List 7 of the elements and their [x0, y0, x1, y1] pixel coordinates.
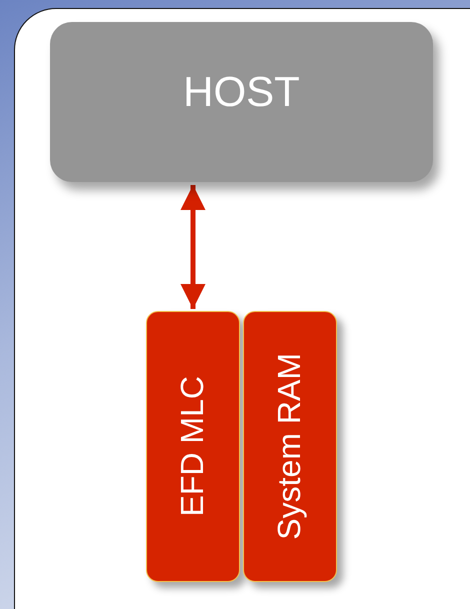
block-label: System RAM: [273, 353, 307, 540]
memory-block: [146, 311, 240, 582]
double-arrow: [180, 185, 206, 309]
block-label: EFD MLC: [176, 376, 210, 517]
memory-block: [243, 311, 337, 582]
host-label: HOST: [183, 68, 300, 116]
host-box: [50, 22, 433, 182]
